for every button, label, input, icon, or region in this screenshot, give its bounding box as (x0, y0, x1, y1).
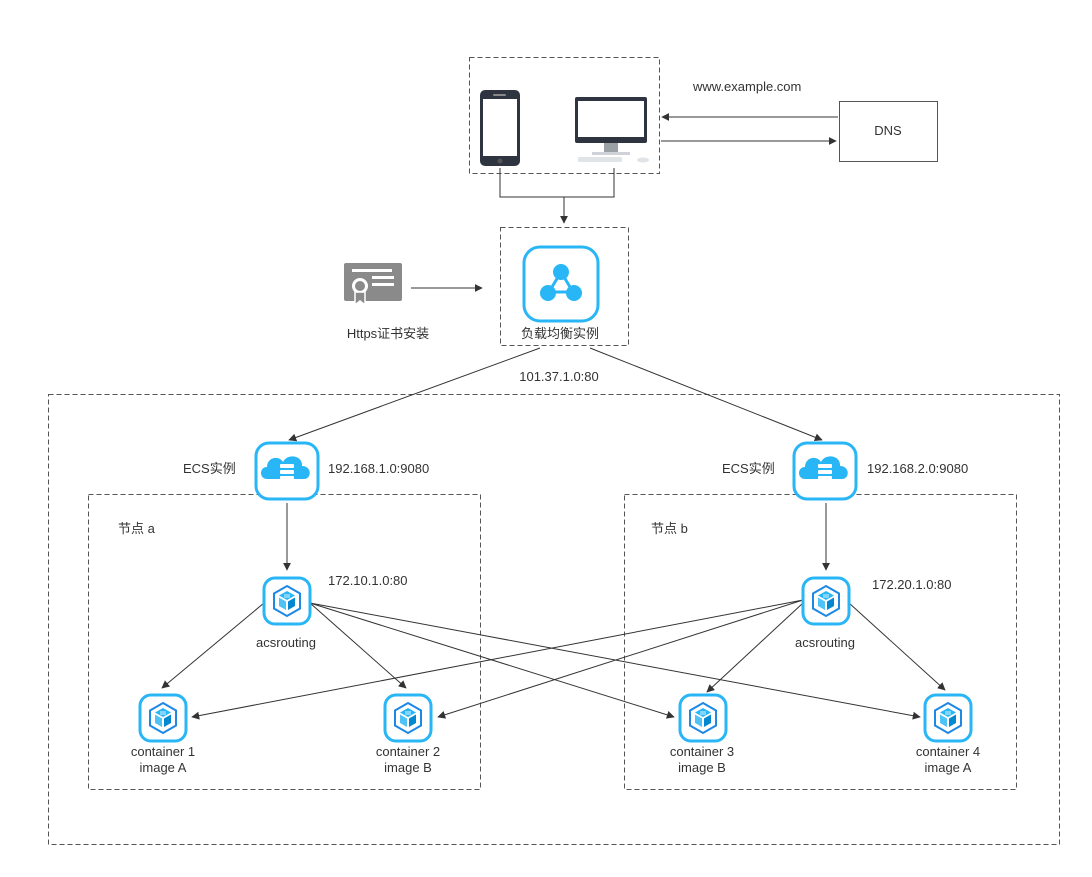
router-b-to-container1 (191, 599, 804, 720)
ecs-cloud-icon (792, 441, 858, 501)
connectors (161, 113, 946, 720)
load-balancer-box (500, 227, 629, 346)
cluster-box (48, 394, 1060, 845)
router-b-to-container3 (706, 602, 804, 693)
container1-cube-icon (138, 693, 188, 743)
container1-image: image A (139, 760, 187, 775)
router-b-address: 172.20.1.0:80 (872, 577, 952, 592)
router-a-to-container1 (161, 602, 265, 689)
cert-label: Https证书安装 (346, 326, 430, 341)
router-b-to-container4 (848, 602, 946, 691)
certificate-icon (344, 263, 402, 307)
lb-address: 101.37.1.0:80 (519, 369, 599, 384)
container3-name: container 3 (669, 744, 735, 759)
container2-name: container 2 (375, 744, 441, 759)
domain-url-label: www.example.com (693, 79, 802, 94)
node-b-label: 节点 b (651, 521, 688, 536)
load-balancer-icon (522, 245, 600, 323)
dns-box (839, 101, 938, 162)
lb-to-ecs-left-arrow (288, 347, 541, 442)
router-b-to-container2 (437, 599, 804, 719)
container3-cube-icon (678, 693, 728, 743)
router-a-cube-icon (262, 576, 312, 626)
container1-name: container 1 (130, 744, 196, 759)
node-a-label: 节点 a (118, 521, 155, 536)
phone-icon (480, 90, 520, 166)
container4-name: container 4 (915, 744, 981, 759)
container2-image: image B (384, 760, 432, 775)
container4-image: image A (924, 760, 972, 775)
router-a-label: acsrouting (256, 635, 316, 650)
ecs-left-label: ECS实例 (183, 461, 236, 476)
client-devices-box (469, 57, 660, 174)
dns-label: DNS (874, 123, 902, 138)
ecs-cloud-icon (254, 441, 320, 501)
monitor-icon (575, 97, 649, 163)
lb-to-ecs-right-arrow (589, 347, 823, 442)
router-b-cube-icon (801, 576, 851, 626)
container3-image: image B (678, 760, 726, 775)
ecs-right-address: 192.168.2.0:9080 (867, 461, 969, 476)
router-a-to-container2 (309, 602, 407, 689)
router-b-label: acsrouting (795, 635, 855, 650)
router-a-address: 172.10.1.0:80 (328, 573, 408, 588)
lb-label: 负载均衡实例 (520, 326, 600, 341)
ecs-right-label: ECS实例 (722, 461, 775, 476)
ecs-left-address: 192.168.1.0:9080 (328, 461, 430, 476)
container2-cube-icon (383, 693, 433, 743)
container4-cube-icon (923, 693, 973, 743)
devices-merge-line (499, 168, 615, 198)
